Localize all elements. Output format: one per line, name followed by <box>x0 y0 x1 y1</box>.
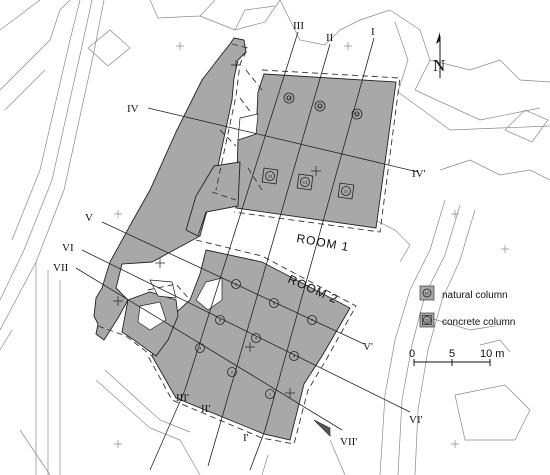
column-number: 7 <box>311 318 314 323</box>
column-number: 5 <box>255 336 258 341</box>
north-label: N <box>433 56 445 75</box>
section-line-VII <box>75 267 343 431</box>
west-corridor <box>93 37 247 341</box>
section-line-I <box>264 37 375 431</box>
scale-tick-10: 10 m <box>480 348 504 360</box>
section-end-marker <box>313 419 331 437</box>
column-number: 9 <box>235 282 238 287</box>
room2-floor <box>151 249 351 441</box>
section-line-II <box>207 43 331 467</box>
natural-column <box>289 351 299 361</box>
section-label-II-end: II' <box>201 403 210 415</box>
excavation-crosses <box>113 60 321 398</box>
section-line-I-tail <box>249 429 266 471</box>
section-label-V: V <box>85 212 93 224</box>
column-number: 12 <box>318 104 323 109</box>
section-line-VI <box>81 249 411 413</box>
column-number: 10 <box>355 112 360 117</box>
legend-concrete-label: concrete column <box>442 317 515 328</box>
north-arrow: N <box>433 32 445 78</box>
room1-columns <box>261 92 363 200</box>
section-label-III-end: III' <box>176 392 189 404</box>
legend-natural-number: 12 <box>425 291 430 296</box>
legend: 12 natural column 11 concrete column <box>419 285 515 328</box>
natural-column <box>307 315 317 325</box>
section-label-I: I <box>371 26 375 38</box>
natural-column <box>314 100 326 112</box>
natural-column <box>195 343 205 353</box>
section-label-IV: IV <box>127 103 139 115</box>
section-labels: I II III IV IV' V V' VI VI' VII VII' I' … <box>53 20 426 448</box>
concrete-column <box>261 167 279 185</box>
concrete-column <box>296 173 314 191</box>
room1-column-numbers: 14 12 10 16 13 11 <box>268 96 360 194</box>
legend-concrete-number: 11 <box>425 318 430 323</box>
natural-column <box>269 298 279 308</box>
column-number: 16 <box>268 174 273 179</box>
column-number: 6 <box>219 318 222 323</box>
section-line-III <box>184 31 299 391</box>
room1-floor <box>235 73 397 229</box>
concrete-column-icon <box>422 315 432 325</box>
section-line-V <box>101 221 365 345</box>
room2-columns <box>195 279 317 399</box>
section-line-IV <box>147 107 419 173</box>
section-label-VI-end: VI' <box>409 414 423 426</box>
section-line-III-tail <box>149 389 186 471</box>
natural-column <box>351 108 363 120</box>
natural-column <box>283 92 295 104</box>
scale-tick-0: 0 <box>409 348 415 360</box>
legend-natural-swatch <box>419 285 435 301</box>
natural-column <box>215 315 225 325</box>
section-label-IV-end: IV' <box>412 168 426 180</box>
natural-column <box>265 389 275 399</box>
column-number: 11 <box>344 189 349 194</box>
column-number: 2 <box>231 370 234 375</box>
section-label-III: III <box>293 20 304 32</box>
section-label-VII: VII <box>53 262 69 274</box>
column-number: 14 <box>287 96 292 101</box>
natural-column <box>227 367 237 377</box>
natural-column-icon <box>422 288 432 298</box>
natural-column <box>231 279 241 289</box>
section-label-VII-end: VII' <box>340 436 357 448</box>
room2-column-numbers: 9 8 7 6 5 4 3 2 1 <box>199 282 314 397</box>
room1-label: ROOM 1 <box>295 231 350 254</box>
scale-tick-5: 5 <box>449 348 455 360</box>
section-label-V-end: V' <box>363 341 373 353</box>
grid-crosses <box>114 42 509 448</box>
concrete-column <box>337 182 355 200</box>
scale-bar: 0 5 10 m <box>409 348 504 366</box>
natural-column <box>251 333 261 343</box>
legend-concrete-swatch <box>419 312 435 328</box>
column-number: 8 <box>273 301 276 306</box>
section-label-I-end: I' <box>243 432 249 444</box>
column-number: 4 <box>293 354 296 359</box>
link-passage <box>185 161 241 237</box>
section-lines <box>75 31 419 471</box>
column-number: 1 <box>269 392 272 397</box>
legend-natural-label: natural column <box>442 290 508 301</box>
dashed-boundaries <box>97 43 401 445</box>
section-label-VI: VI <box>62 242 74 254</box>
column-number: 13 <box>303 180 308 185</box>
section-label-II: II <box>326 32 334 44</box>
column-number: 3 <box>199 346 202 351</box>
